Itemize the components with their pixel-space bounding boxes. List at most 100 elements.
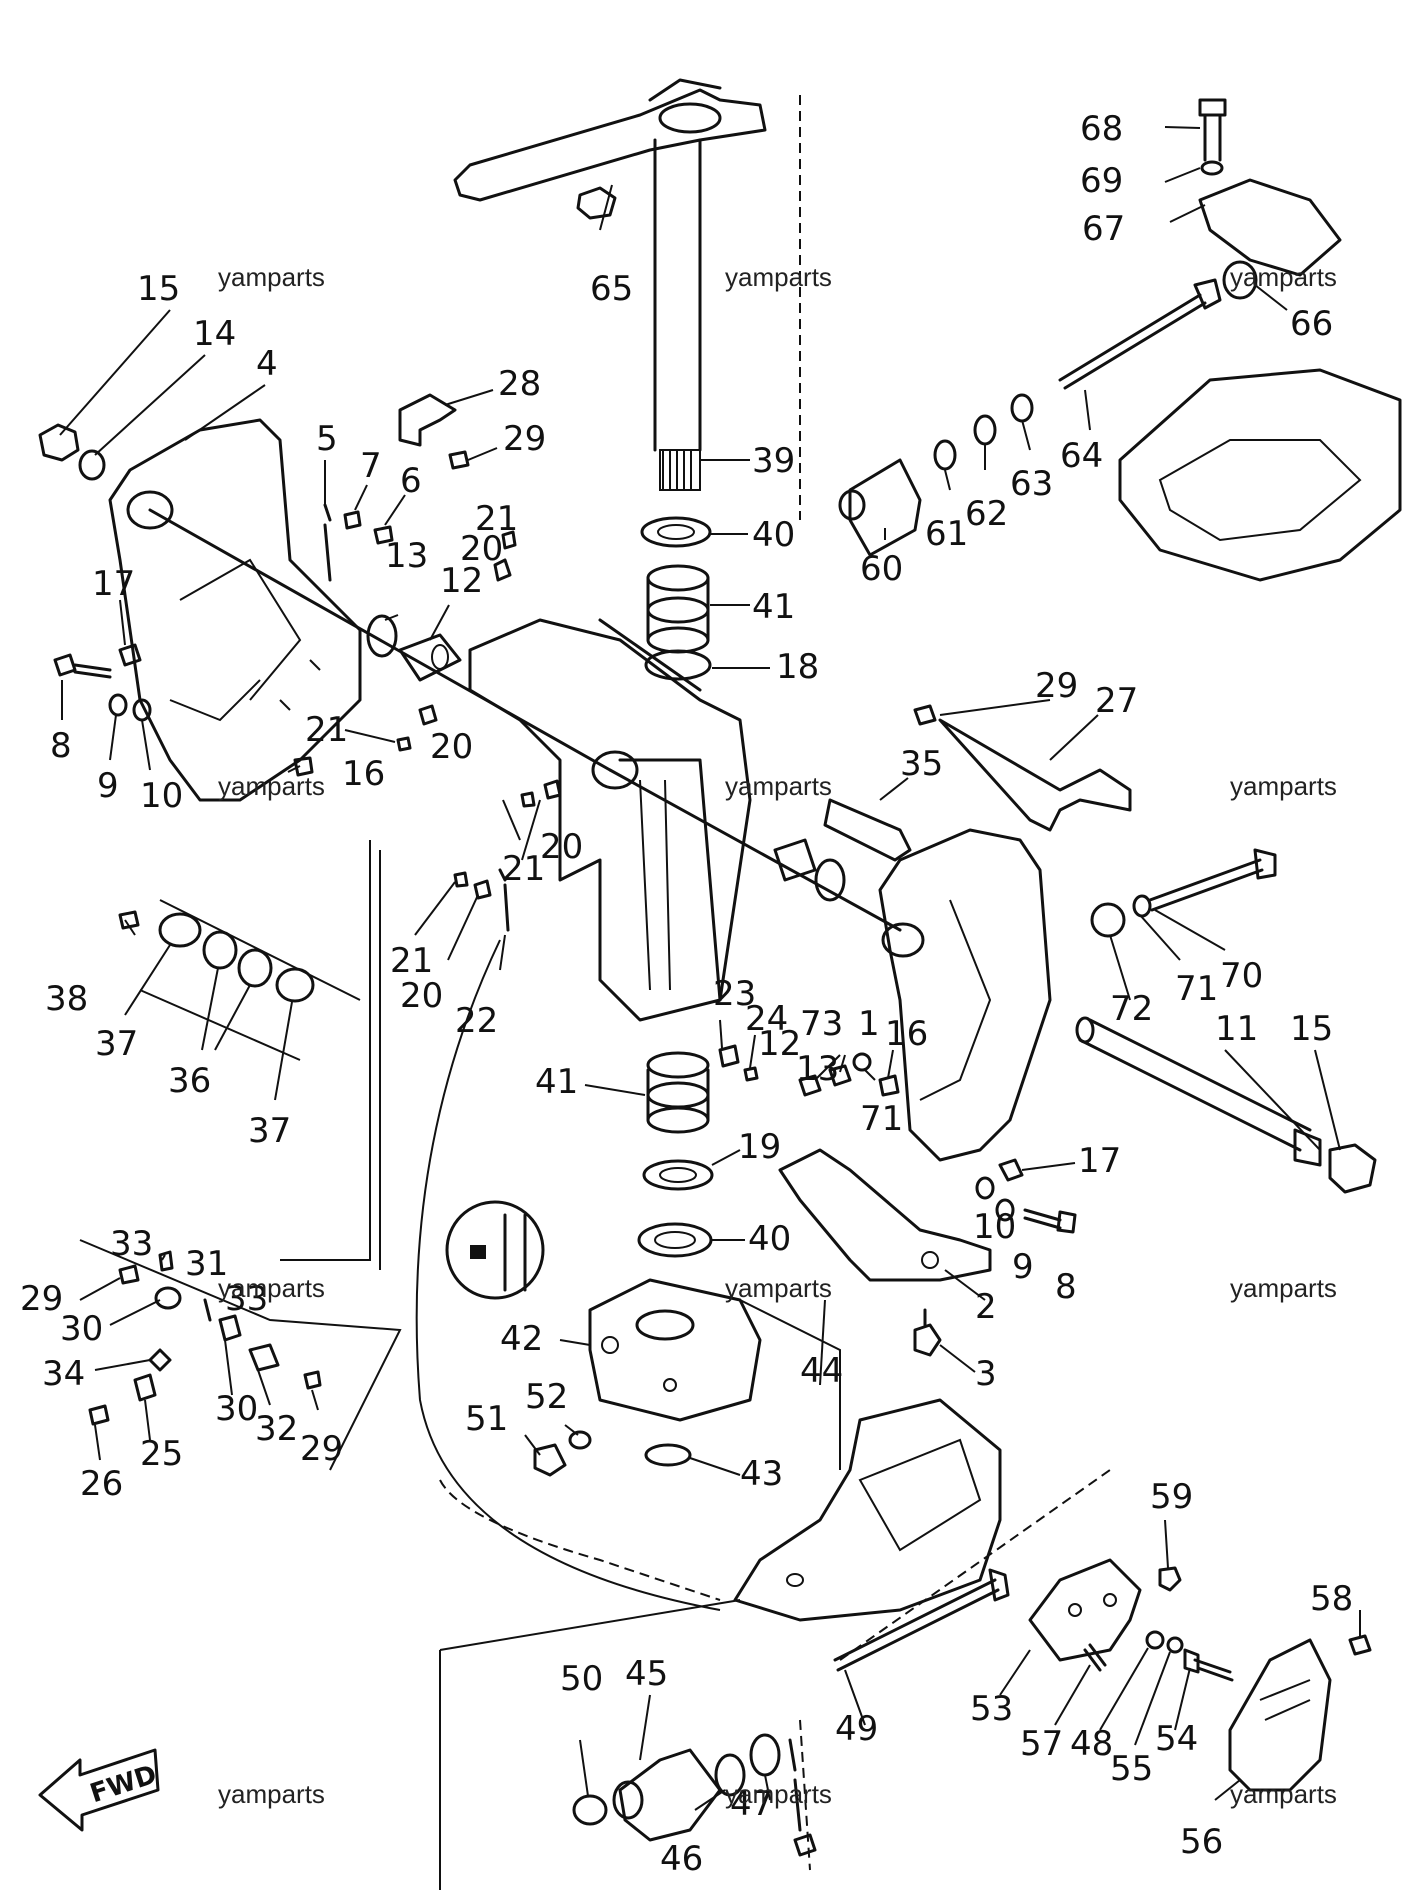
washer-62 [973, 414, 997, 446]
bushing-41-ring [644, 649, 712, 681]
callout-29-right: 29 [1035, 666, 1078, 706]
nut-7 [343, 510, 362, 530]
ground-wire [799, 1719, 811, 1871]
washer-40-lower [637, 1222, 713, 1258]
watermark-9: yamparts [1230, 1273, 1337, 1303]
callout-10-left: 10 [140, 776, 183, 816]
washer-52 [568, 1430, 592, 1450]
callout-23: 23 [713, 974, 756, 1014]
pin-5 [323, 503, 332, 582]
callout-19: 19 [738, 1127, 781, 1167]
bushing-set-box [139, 899, 361, 1061]
nut-59 [1158, 1566, 1182, 1592]
callout-17-left: 17 [92, 564, 135, 604]
callout-56: 56 [1180, 1822, 1223, 1862]
callout-15: 15 [137, 269, 180, 309]
bushing-36-a [202, 930, 238, 970]
callout-10-right: 10 [973, 1207, 1016, 1247]
callout-14: 14 [193, 314, 236, 354]
callout-6: 6 [400, 461, 422, 501]
callout-37-right: 37 [248, 1111, 291, 1151]
bushing-41-lower [646, 1051, 710, 1134]
circlip-43 [644, 1443, 692, 1467]
screw-58 [1348, 1634, 1372, 1656]
watermarks: yamparts yamparts yamparts yamparts yamp… [218, 262, 1337, 1809]
callout-68: 68 [1080, 109, 1123, 149]
bushing-32 [248, 1343, 280, 1372]
callout-66: 66 [1290, 304, 1333, 344]
watermark-2: yamparts [725, 262, 832, 292]
washer-61 [933, 439, 957, 471]
watermark-12: yamparts [1230, 1779, 1337, 1809]
plug-23 [718, 1044, 740, 1068]
callout-71-upper: 71 [1175, 969, 1218, 1009]
callout-9-right: 9 [1012, 1247, 1034, 1287]
washer-50 [572, 1794, 608, 1826]
callout-40-upper: 40 [752, 515, 795, 555]
callout-69: 69 [1080, 161, 1123, 201]
collar-66 [1222, 260, 1258, 300]
screw-24 [743, 1066, 759, 1082]
lead-line-a [280, 840, 371, 1261]
fwd-arrow-icon: FWD [38, 1748, 160, 1832]
callout-8-left: 8 [50, 726, 72, 766]
callout-70: 70 [1220, 956, 1263, 996]
callout-20-lower: 20 [400, 976, 443, 1016]
callout-15-right: 15 [1290, 1009, 1333, 1049]
washer-40-upper [640, 516, 712, 548]
callout-25: 25 [140, 1434, 183, 1474]
screw-17-left [118, 643, 142, 667]
screw-6 [373, 525, 394, 545]
watermark-4: yamparts [218, 771, 325, 801]
steering-arm [453, 78, 767, 202]
callout-46: 46 [660, 1839, 703, 1879]
callout-29-lowmid: 29 [300, 1429, 343, 1469]
callout-54: 54 [1155, 1719, 1198, 1759]
callout-16-left: 16 [342, 754, 385, 794]
watermark-6: yamparts [1230, 771, 1337, 801]
callout-13-right: 13 [796, 1049, 839, 1089]
collar-37-left [158, 912, 202, 948]
mount-bracket-67 [1198, 178, 1342, 277]
washer-71 [1132, 894, 1152, 918]
callout-39: 39 [752, 441, 795, 481]
callout-13-left: 13 [385, 536, 428, 576]
bolt-26 [88, 1404, 110, 1426]
callout-27: 27 [1095, 681, 1138, 721]
spring-34 [148, 1348, 172, 1372]
callout-21-center: 21 [502, 849, 545, 889]
washer-10-right [975, 1176, 995, 1200]
engine-mount-plate [1118, 368, 1402, 582]
callout-20-center: 20 [540, 827, 583, 867]
callout-37-left: 37 [95, 1024, 138, 1064]
washer-13-right [814, 858, 846, 902]
callout-21-top: 21 [475, 499, 518, 539]
callout-72: 72 [1110, 989, 1153, 1029]
grease-21-a [501, 530, 517, 550]
washer-48 [1145, 1630, 1165, 1650]
callout-1: 1 [858, 1004, 880, 1044]
through-tube-left [148, 508, 612, 772]
callout-43: 43 [740, 1454, 783, 1494]
callout-71-lower: 71 [860, 1099, 903, 1139]
grease-nipple-16-right [878, 1074, 900, 1097]
callout-36: 36 [168, 1061, 211, 1101]
callout-20-top: 20 [460, 529, 503, 569]
callout-35: 35 [900, 744, 943, 784]
bracket-2 [778, 1148, 992, 1282]
grease-21-c [520, 791, 536, 808]
callout-28: 28 [498, 364, 541, 404]
detail-magnifier [445, 1200, 545, 1300]
callout-40-lower: 40 [748, 1219, 791, 1259]
screw-17-right [998, 1158, 1024, 1182]
screw-38 [118, 910, 140, 930]
callout-7: 7 [360, 446, 382, 486]
callout-29-lowleft: 29 [20, 1279, 63, 1319]
grease-20-b [418, 704, 438, 726]
callout-30-right: 30 [215, 1389, 258, 1429]
callout-24: 24 [745, 999, 788, 1039]
callout-38: 38 [45, 979, 88, 1019]
callout-21-mid: 21 [305, 710, 348, 750]
callout-65: 65 [590, 269, 633, 309]
tilt-lever-27 [938, 718, 1132, 832]
